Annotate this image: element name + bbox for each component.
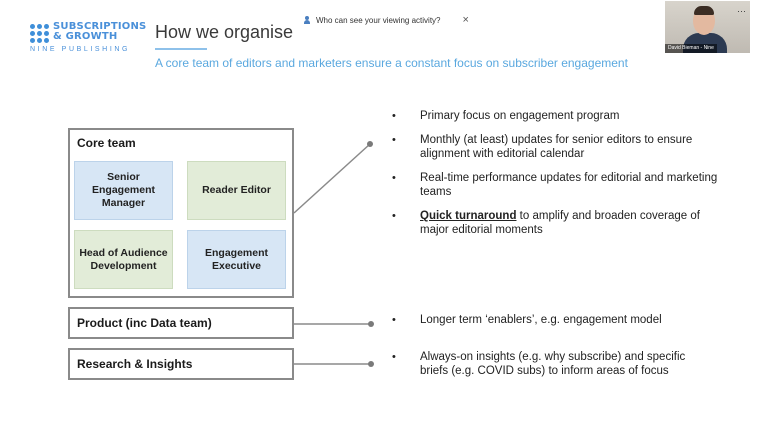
role-head-of-audience-development: Head of Audience Development bbox=[74, 230, 173, 289]
participant-video-tile[interactable]: ··· David Bieman - Nine bbox=[665, 1, 750, 53]
quick-turnaround-emphasis: Quick turnaround bbox=[420, 210, 517, 222]
product-team-label: Product (inc Data team) bbox=[77, 316, 212, 330]
role-reader-editor: Reader Editor bbox=[187, 161, 286, 220]
research-connector-dot bbox=[368, 361, 374, 367]
core-bullet-4-text: to amplify and broaden coverage of major… bbox=[420, 210, 700, 236]
product-team-box: Product (inc Data team) bbox=[68, 307, 294, 339]
core-bullet-3: Real-time performance updates for editor… bbox=[392, 171, 722, 199]
research-insights-label: Research & Insights bbox=[77, 357, 193, 371]
viewing-activity-link[interactable]: Who can see your viewing activity? bbox=[316, 15, 441, 25]
close-icon[interactable]: × bbox=[462, 14, 469, 26]
viewing-activity-bar[interactable]: Who can see your viewing activity? × bbox=[304, 13, 469, 27]
slide-title: How we organise bbox=[155, 22, 294, 42]
logo-wordmark-line1: SUBSCRIPTIONS bbox=[53, 21, 147, 32]
research-bullet: Always-on insights (e.g. why subscribe) … bbox=[392, 350, 692, 378]
product-bullet: Longer term ‘enablers’, e.g. engagement … bbox=[392, 313, 692, 327]
participant-name: David Bieman - Nine bbox=[665, 44, 717, 53]
role-senior-engagement-manager: Senior Engagement Manager bbox=[74, 161, 173, 220]
research-insights-box: Research & Insights bbox=[68, 348, 294, 380]
subscriptions-growth-logo: SUBSCRIPTIONS & GROWTH NINE PUBLISHING bbox=[30, 22, 146, 53]
core-team-label: Core team bbox=[77, 136, 136, 150]
core-bullet-1: Primary focus on engagement program bbox=[392, 109, 722, 123]
people-icon bbox=[304, 15, 313, 25]
research-bullets: Always-on insights (e.g. why subscribe) … bbox=[392, 350, 692, 378]
logo-dots-icon bbox=[30, 24, 50, 44]
core-connector-dot bbox=[367, 141, 373, 147]
core-bullet-2: Monthly (at least) updates for senior ed… bbox=[392, 133, 722, 161]
more-options-icon[interactable]: ··· bbox=[737, 6, 746, 16]
core-team-bullets: Primary focus on engagement program Mont… bbox=[392, 109, 722, 247]
logo-wordmark-line3: NINE PUBLISHING bbox=[30, 46, 131, 53]
core-team-box: Core team Senior Engagement Manager Read… bbox=[68, 128, 294, 298]
product-connector-dot bbox=[368, 321, 374, 327]
core-connector-line bbox=[293, 143, 371, 214]
product-bullets: Longer term ‘enablers’, e.g. engagement … bbox=[392, 313, 692, 327]
participant-hair bbox=[694, 6, 714, 15]
core-bullet-4: Quick turnaround to amplify and broaden … bbox=[392, 209, 722, 237]
title-underline bbox=[155, 48, 207, 50]
slide-subtitle: A core team of editors and marketers ens… bbox=[155, 56, 628, 70]
logo-wordmark-line2: & GROWTH bbox=[53, 31, 118, 42]
role-engagement-executive: Engagement Executive bbox=[187, 230, 286, 289]
